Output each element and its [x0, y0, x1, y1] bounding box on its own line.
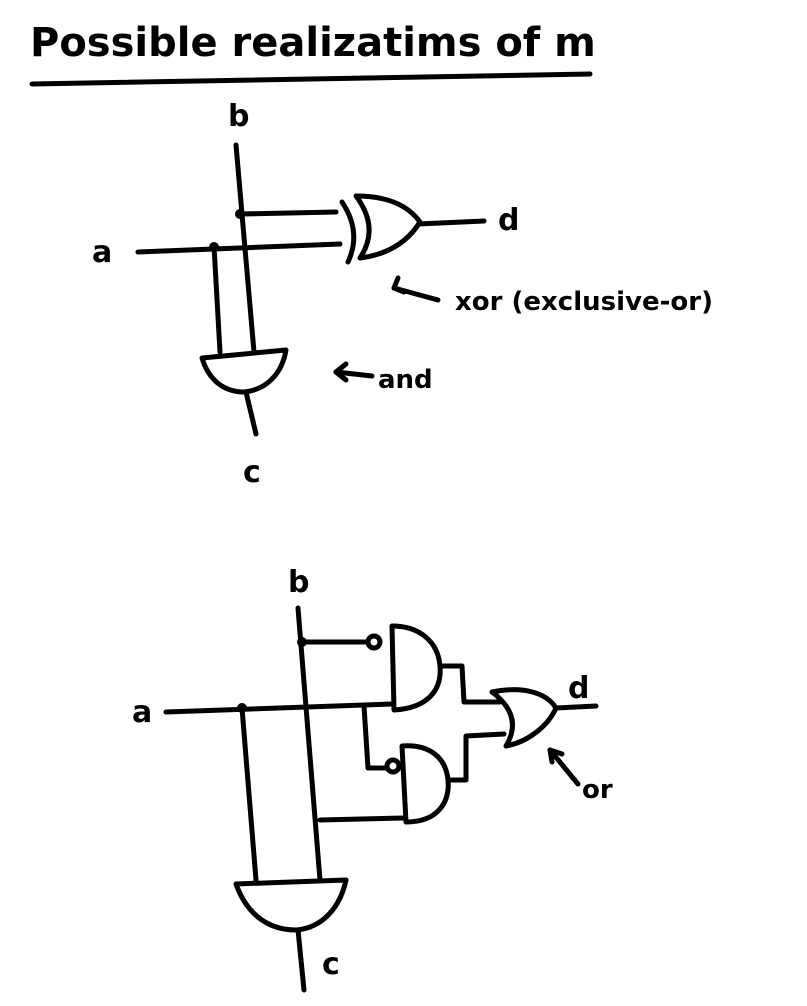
title-underline [29, 71, 593, 87]
bottom-junction-b [297, 637, 307, 647]
top-wire-a-vertical [211, 243, 223, 355]
top-wire-and-to-c [243, 389, 259, 437]
bottom-or-gate [489, 687, 559, 749]
top-input-b-label: b [228, 99, 249, 134]
bottom-and-gate-output [233, 877, 349, 933]
top-output-d-label: d [498, 203, 519, 238]
xor-gate [339, 193, 423, 265]
bottom-and-gate-lower [384, 743, 451, 825]
bottom-input-a-label: a [132, 695, 152, 730]
or-arrow [547, 747, 581, 787]
bottom-wire-and1-to-or [437, 663, 503, 705]
bottom-wire-b-vertical [295, 605, 323, 883]
top-wire-b-to-xor [237, 209, 339, 217]
bottom-wire-a-vertical [239, 705, 259, 883]
bottom-wire-b-to-and2 [317, 815, 407, 823]
top-junction-b [235, 209, 245, 219]
xor-gate-label: xor (exclusive-or) [455, 287, 713, 317]
top-wire-xor-to-d [415, 218, 487, 227]
bottom-output-c-label: c [322, 947, 340, 982]
bottom-wire-a-to-and2 [361, 703, 389, 771]
and2-inverter-bubble [384, 757, 402, 775]
top-circuit: b a d c xor (exclusive-or) and [92, 99, 713, 490]
bottom-and-gate-upper [365, 623, 443, 713]
page-title: Possible realizatims of m [30, 20, 596, 66]
top-output-c-label: c [243, 455, 261, 490]
bottom-wire-and-to-c [295, 927, 307, 993]
and-gate [199, 347, 289, 395]
bottom-wire-and2-to-or [445, 731, 507, 783]
top-junction-a [209, 242, 219, 252]
xor-arrow [391, 275, 441, 303]
and-arrow [333, 361, 375, 383]
bottom-output-d-label: d [568, 671, 589, 706]
and1-inverter-bubble [365, 633, 383, 651]
top-input-a-label: a [92, 235, 112, 270]
and-gate-label: and [378, 365, 433, 395]
bottom-circuit: b a d c or [132, 565, 613, 993]
bottom-wire-or-to-d [553, 703, 599, 711]
bottom-wire-a-horizontal [163, 701, 395, 715]
or-gate-label: or [582, 775, 613, 805]
bottom-input-b-label: b [288, 565, 309, 600]
top-wire-a-horizontal [135, 241, 343, 255]
